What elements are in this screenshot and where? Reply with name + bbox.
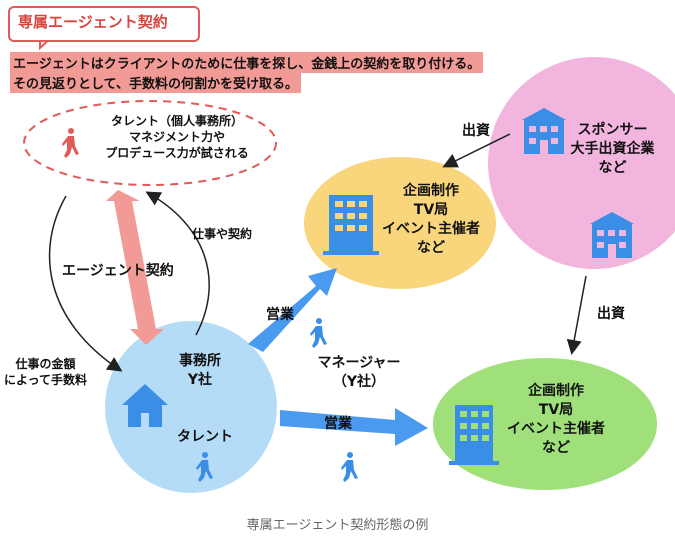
description-line-1: エージェントはクライアントのために仕事を探し、金銭上の契約を取り付ける。 [10, 52, 484, 73]
school-building-icon [590, 212, 634, 258]
work-contract-label: 仕事や契約 [192, 227, 253, 241]
walking-person-icon [196, 452, 213, 482]
walking-person-icon [341, 452, 358, 482]
diagram-title: 専属エージェント契約 [18, 13, 168, 31]
sponsor-label-line: 大手出資企業 [570, 140, 655, 157]
sponsor-circle [488, 57, 675, 269]
investment-right-label: 出資 [597, 306, 625, 322]
walking-person-icon [62, 128, 79, 158]
talent-bubble-ellipse [23, 100, 277, 186]
talent-bubble-line: タレント（個人事務所） [110, 114, 243, 128]
office-label: 事務所 Y社 [170, 352, 230, 390]
agent-contract-label: エージェント契約 [62, 263, 174, 279]
sponsor-label-line: など [598, 159, 627, 176]
office-label-line: 事務所 [179, 353, 221, 369]
manager-label-line: マネージャー [317, 355, 401, 371]
sales-top-arrow [248, 268, 337, 352]
work-contract-arrow [145, 191, 210, 336]
production-top-line: など [417, 239, 445, 256]
production-top-label: 企画制作 TV局 イベント主催者 など [376, 182, 486, 258]
office-building-icon [449, 405, 499, 465]
office-circle [105, 321, 277, 493]
production-top-line: 企画制作 [403, 183, 459, 199]
sponsor-label: スポンサー 大手出資企業 など [565, 121, 660, 178]
sales-bottom-label: 営業 [324, 416, 352, 432]
office-talent-label: タレント [177, 429, 233, 445]
title-box [8, 6, 200, 42]
fee-label-line: 仕事の金額 [15, 357, 76, 371]
fee-label: 仕事の金額 によって手数料 [4, 356, 87, 388]
investment-top-label: 出資 [462, 123, 490, 139]
house-icon [122, 384, 168, 427]
manager-label-line: （Y社） [332, 373, 386, 390]
production-top-line: イベント主催者 [382, 220, 480, 237]
sponsor-label-line: スポンサー [577, 122, 648, 138]
figure-caption: 専属エージェント契約形態の例 [246, 518, 429, 533]
fee-arrow [48, 195, 123, 372]
production-top-ellipse [304, 157, 496, 289]
production-top-line: TV局 [413, 201, 449, 218]
fee-label-line: によって手数料 [4, 373, 88, 388]
school-building-icon [522, 108, 566, 154]
talent-bubble-text: タレント（個人事務所） マネジメント力や プロデュース力が試される [92, 113, 262, 162]
description-line-2: その見返りとして、手数料の何割かを受け取る。 [10, 72, 301, 93]
investment-right-arrow [566, 275, 587, 355]
office-label-line: Y社 [187, 371, 213, 388]
walking-person-icon [310, 318, 327, 348]
production-bottom-line: TV局 [538, 401, 574, 418]
production-bottom-label: 企画制作 TV局 イベント主催者 など [496, 382, 616, 458]
manager-label: マネージャー （Y社） [304, 354, 414, 392]
production-bottom-line: 企画制作 [528, 383, 584, 399]
sales-top-label: 営業 [266, 307, 294, 323]
office-building-icon [323, 195, 379, 255]
agent-contract-arrow [106, 190, 164, 345]
production-bottom-line: など [542, 439, 570, 456]
investment-top-arrow [442, 133, 511, 168]
talent-bubble-line: プロデュース力が試される [105, 146, 249, 161]
sales-bottom-arrow [280, 408, 428, 446]
production-bottom-line: イベント主催者 [507, 420, 605, 437]
talent-bubble-line: マネジメント力や [128, 130, 225, 145]
